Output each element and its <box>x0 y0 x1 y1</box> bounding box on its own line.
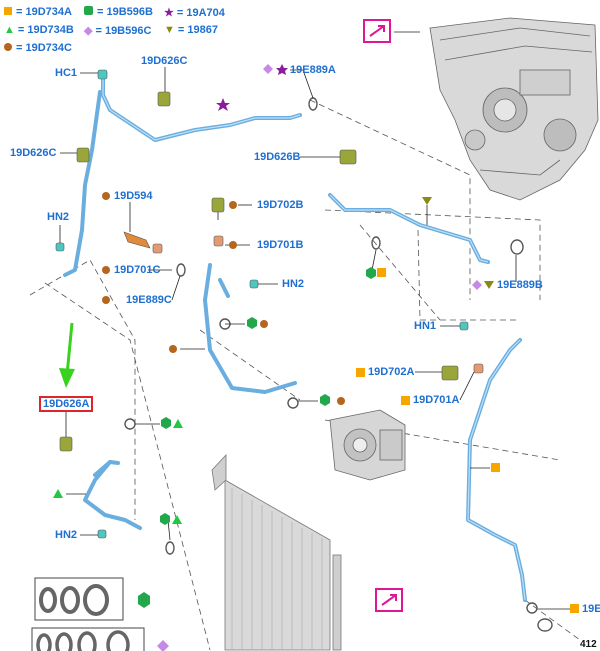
green-hexagon-icon <box>320 394 330 406</box>
ac-compressor <box>329 409 406 481</box>
callout-19d701b: 19D701B <box>257 239 304 251</box>
violet-diamond-icon <box>263 64 273 74</box>
callout-19d701a: 19D701A <box>413 394 460 406</box>
view-direction-icon-lower <box>375 588 403 612</box>
legend-item: ▲= 19D734B <box>4 24 74 36</box>
callout-19e889b: 19E889B <box>497 279 543 291</box>
green-hexagon-icon <box>247 317 257 329</box>
brown-circle-icon <box>229 241 237 249</box>
callout-19e-truncated: 19E <box>582 603 600 615</box>
brown-circle-icon <box>102 296 110 304</box>
legend-item: = 19D734A <box>4 6 72 18</box>
green-triangle-icon <box>53 489 63 498</box>
callout-hn2-left: HN2 <box>47 211 70 223</box>
brown-circle-icon <box>102 192 110 200</box>
olive-triangle-down-icon: ▼ <box>164 24 175 36</box>
legend-item: ★= 19A704 <box>164 7 225 19</box>
green-triangle-icon <box>173 419 183 428</box>
callout-19d594: 19D594 <box>114 190 153 202</box>
callout-hn1: HN1 <box>414 320 437 332</box>
green-hexagon-icon <box>160 513 170 525</box>
callout-19d702b: 19D702B <box>257 199 304 211</box>
callout-19d626c-left: 19D626C <box>10 147 57 159</box>
green-hexagon-icon <box>366 267 376 279</box>
purple-star-icon: ★ <box>164 7 174 19</box>
engine-compressor-assembly <box>429 17 599 201</box>
orange-square-icon <box>356 368 365 377</box>
legend-item: = 19D734C <box>4 42 72 54</box>
symbol-legend: = 19D734A = 19B596B ★= 19A704 ▲= 19D734B… <box>0 0 270 60</box>
brown-circle-icon <box>229 201 237 209</box>
brown-circle-icon <box>4 43 12 51</box>
green-hexagon-icon <box>161 417 171 429</box>
brown-circle-icon <box>260 320 268 328</box>
callout-hn2-bottom: HN2 <box>55 529 78 541</box>
orange-square-icon <box>377 268 386 277</box>
callout-symbols <box>53 64 579 651</box>
violet-diamond-icon <box>157 640 169 651</box>
callout-19d626c-top: 19D626C <box>141 55 188 67</box>
purple-star-icon <box>276 64 288 75</box>
legend-item: ◆= 19B596C <box>84 25 152 37</box>
line-fittings <box>55 69 484 539</box>
pipe-highlights <box>102 78 526 601</box>
callout-19d626b: 19D626B <box>254 151 301 163</box>
condenser <box>211 453 342 651</box>
callout-19e889c: 19E889C <box>126 294 172 306</box>
orange-square-icon <box>491 463 500 472</box>
brown-circle-icon <box>169 345 177 353</box>
figure-reference-number: 412 <box>580 639 597 650</box>
orange-square-icon <box>401 396 410 405</box>
brown-circle-icon <box>337 397 345 405</box>
purple-star-icon <box>216 98 230 111</box>
leader-lines <box>59 31 570 610</box>
callout-19e889a: 19E889A <box>290 64 336 76</box>
callout-19d701c: 19D701C <box>114 264 161 276</box>
legend-item: = 19B596B <box>84 6 153 18</box>
orange-square-icon <box>570 604 579 613</box>
legend-item: ▼= 19867 <box>164 24 218 36</box>
callout-hn2-mid: HN2 <box>282 278 305 290</box>
brown-circle-icon <box>102 266 110 274</box>
callout-19d702a: 19D702A <box>368 366 415 378</box>
green-pointer-arrow <box>59 322 75 388</box>
green-triangle-icon <box>172 515 182 524</box>
green-hexagon-icon <box>84 6 93 15</box>
green-triangle-icon: ▲ <box>4 24 15 36</box>
green-hexagon-icon <box>138 592 150 608</box>
violet-diamond-icon: ◆ <box>84 25 93 37</box>
violet-diamond-icon <box>472 280 482 290</box>
callout-19d626a-highlighted: 19D626A <box>39 396 94 412</box>
view-direction-icon <box>363 19 391 43</box>
olive-triangle-down-icon <box>422 197 432 205</box>
seal-kits <box>31 577 145 651</box>
o-ring-seals <box>124 97 553 632</box>
orange-square-icon <box>4 7 12 15</box>
olive-triangle-down-icon <box>484 281 494 289</box>
callout-hc1: HC1 <box>55 67 78 79</box>
